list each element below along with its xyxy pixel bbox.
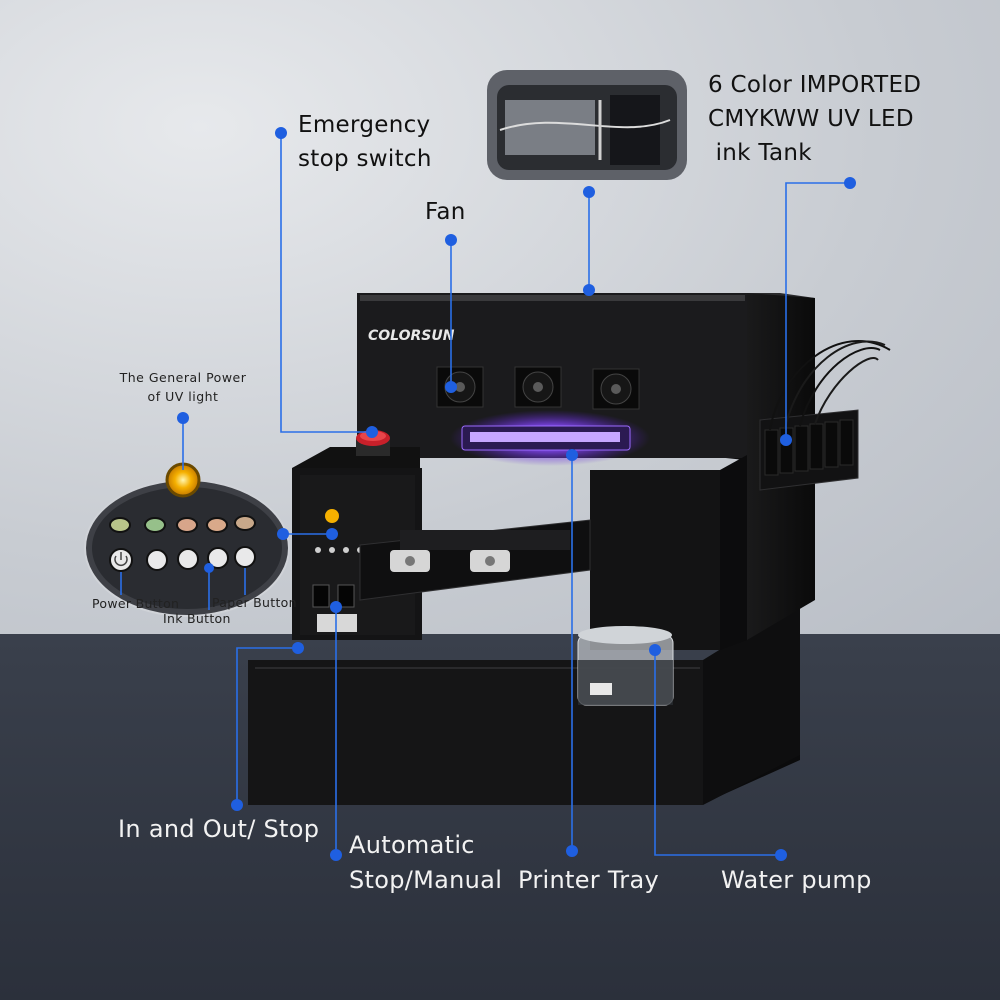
label-automatic: Automatic Stop/Manual	[349, 828, 502, 898]
label-fan: Fan	[425, 199, 466, 225]
label-water-pump: Water pump	[721, 866, 872, 894]
label-ink-button: Ink Button	[163, 611, 231, 626]
print-platform	[359, 519, 591, 601]
panel-indicator-leds	[109, 515, 256, 533]
uv-carriage	[450, 410, 650, 466]
label-ink-line3: ink Tank	[708, 140, 812, 166]
wifi-icon	[146, 549, 168, 571]
label-ink-line2: CMYKWW UV LED	[708, 106, 914, 132]
fan-icons	[436, 366, 640, 410]
label-ink-line1: 6 Color IMPORTED	[708, 72, 922, 98]
ink-system-inset	[487, 70, 687, 180]
label-in-out-stop: In and Out/ Stop	[118, 815, 320, 843]
water-pump-bottle	[577, 626, 674, 706]
ink-drop-icon	[177, 548, 199, 570]
control-panel-inset	[84, 462, 290, 617]
label-automatic-line2: Stop/Manual	[349, 866, 503, 894]
label-emergency-stop: Emergency stop switch	[298, 108, 432, 176]
label-general-power: The General Power of UV light	[108, 368, 258, 406]
label-emergency-line2: stop switch	[298, 146, 432, 172]
label-general-power-line2: of UV light	[147, 389, 219, 404]
emergency-stop-button	[356, 430, 390, 456]
label-paper-button: Paper Button	[212, 595, 297, 610]
front-right-tower	[590, 455, 747, 650]
label-power-button: Power Button	[92, 596, 180, 611]
label-automatic-line1: Automatic	[349, 831, 475, 859]
brand-logo: COLORSUN	[368, 328, 455, 344]
paper-icon	[207, 547, 229, 569]
label-emergency-line1: Emergency	[298, 112, 431, 138]
label-printer-tray: Printer Tray	[518, 866, 659, 894]
label-general-power-line1: The General Power	[119, 370, 247, 385]
label-ink-tank: 6 Color IMPORTED CMYKWW UV LED ink Tank	[708, 68, 921, 170]
callout-dots	[177, 127, 856, 861]
